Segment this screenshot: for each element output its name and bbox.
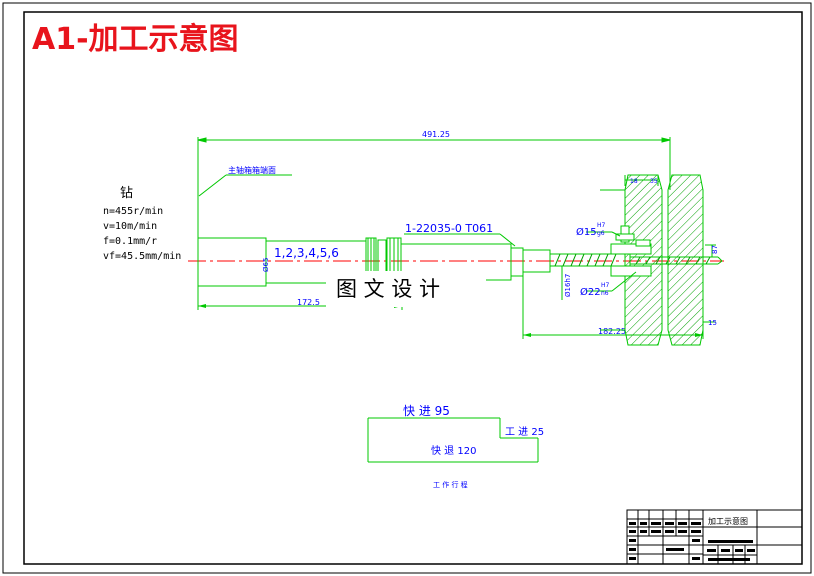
title-block-marks (629, 522, 755, 561)
stroke-fast-return: 快 退 120 (431, 445, 476, 457)
fit1-upper: H7 (597, 222, 606, 229)
phi-left-label: Ø65 (262, 258, 270, 272)
drill-parameters: 钻 n=455r/min v=10m/min f=0.1mm/r vf=45.5… (103, 186, 181, 262)
right-vertical-dim: 87 (711, 245, 719, 254)
dimension-overall-text: 491.25 (422, 130, 450, 139)
right-small-dim: 15 (708, 319, 717, 327)
watermark-box (326, 271, 486, 307)
fixture-section (586, 174, 716, 346)
stroke-work-feed: 工 进 25 (505, 426, 544, 438)
fit2-base: Ø22 (580, 286, 601, 298)
part-code-leader (404, 233, 516, 247)
stroke-caption: 工 作 行 程 (433, 480, 468, 489)
part-code-label: 1-22035-0 T061 (405, 222, 493, 235)
stroke-fast-forward: 快 进 95 (403, 404, 450, 418)
stroke-diagram (367, 417, 539, 463)
top-small-dim-1: 18 (630, 178, 638, 185)
sheet-title: A1-加工示意图 (32, 22, 239, 57)
drill-param-vf: vf=45.5mm/min (103, 251, 181, 262)
top-small-dim-2: 35 (650, 178, 658, 185)
drill-param-n: n=455r/min (103, 206, 163, 217)
fit-annotation-1: Ø15 H7 g6 (576, 222, 606, 238)
dimension-right-text: 182.25 (598, 327, 626, 336)
fit-annotation-2: Ø22 H7 n6 (580, 282, 610, 298)
drill-param-v: v=10m/min (103, 221, 157, 232)
drill-param-f: f=0.1mm/r (103, 236, 157, 247)
watermark-text: 图 文 设 计 (336, 277, 440, 301)
spindle-box-leader (198, 174, 292, 197)
dimension-left-text: 172.5 (297, 298, 320, 307)
fit2-lower: n6 (601, 290, 609, 297)
fit1-base: Ø15 (576, 226, 597, 238)
inner-frame (23, 11, 803, 565)
spindle-box-label: 主轴箱箱端面 (228, 165, 276, 175)
title-block-drawing-name: 加工示意图 (708, 516, 748, 526)
fit2-upper: H7 (601, 282, 610, 289)
phi-small-label: Ø16h7 (564, 274, 572, 297)
title-block (626, 509, 803, 565)
sequence-label: 1,2,3,4,5,6 (274, 246, 339, 260)
drill-heading: 钻 (120, 186, 133, 201)
fit1-lower: g6 (597, 230, 605, 237)
